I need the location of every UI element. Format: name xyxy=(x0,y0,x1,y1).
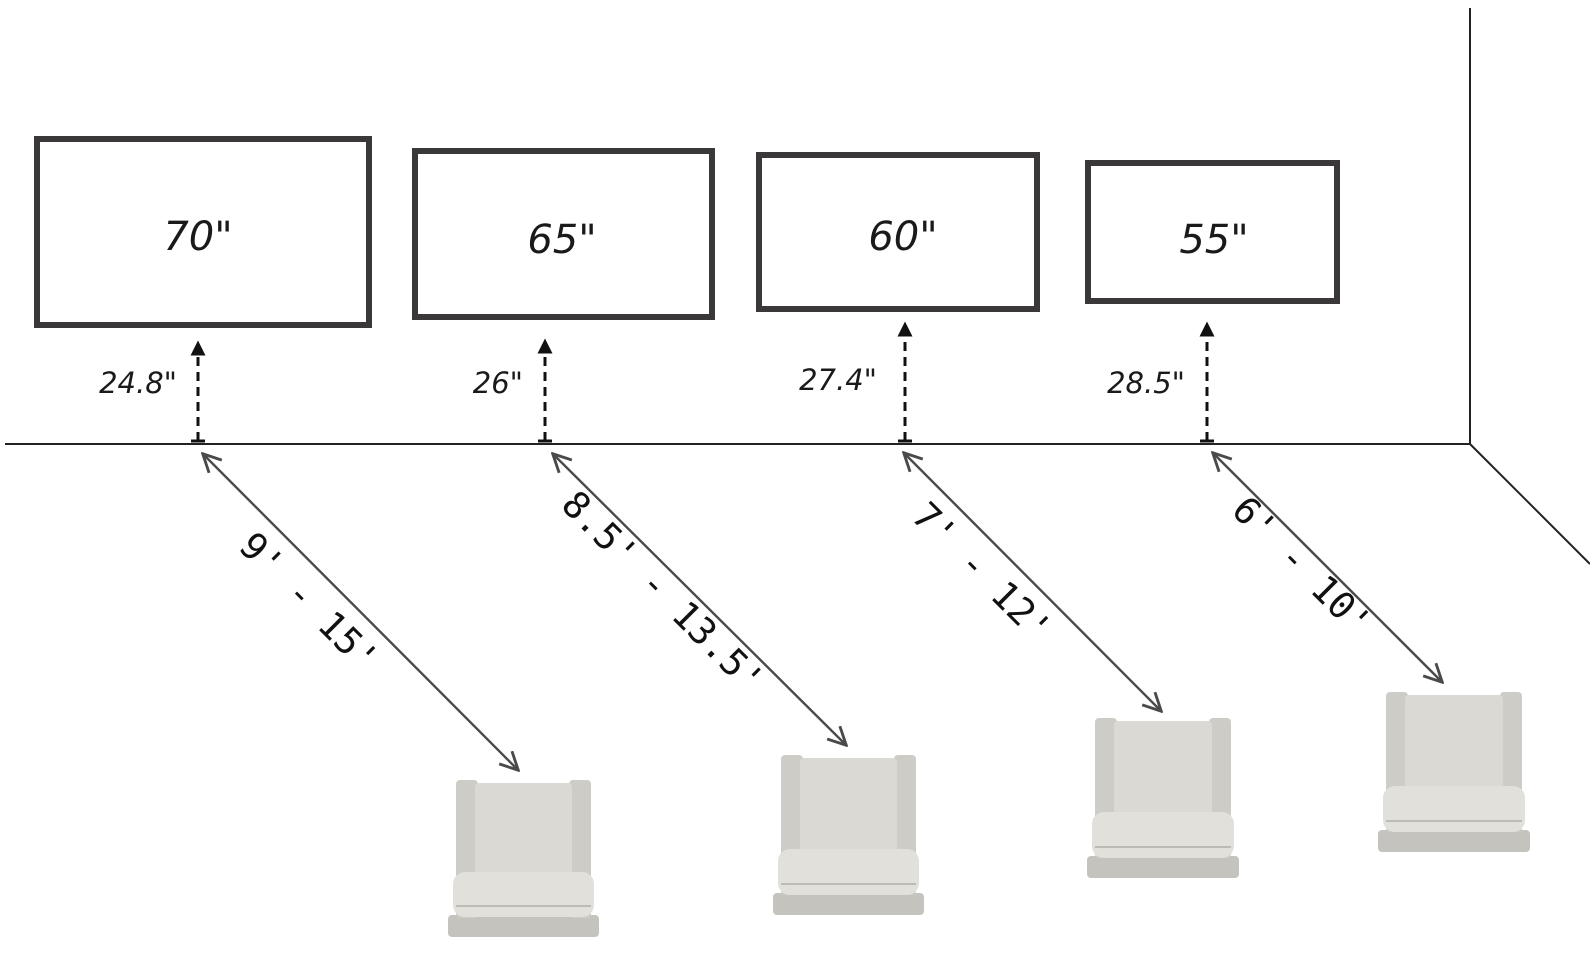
tv-screen-55 xyxy=(1085,160,1340,304)
tv-screen-70 xyxy=(34,136,372,328)
tv-size-label: 60" xyxy=(868,214,937,260)
armchair-icon xyxy=(1378,692,1530,852)
mount-height-label: 28.5" xyxy=(1107,366,1185,400)
setup-65: 65" 26" 8.5' - 13.5' xyxy=(412,148,924,915)
tv-size-label: 65" xyxy=(527,217,596,263)
mount-height-label: 27.4" xyxy=(799,363,877,397)
mount-height-label: 24.8" xyxy=(99,366,177,400)
viewing-distance-arrow xyxy=(554,455,845,744)
armchair-icon xyxy=(773,755,924,915)
tv-screen-60 xyxy=(756,152,1040,312)
corner-floor-line xyxy=(1469,443,1590,565)
viewing-distance-label: 9' - 15' xyxy=(231,524,387,680)
viewing-distance-label: 6' - 10' xyxy=(1224,488,1380,644)
armchair-icon xyxy=(1087,718,1239,878)
tv-size-label: 55" xyxy=(1179,217,1248,263)
armchair-icon xyxy=(448,780,599,937)
tv-size-label: 70" xyxy=(163,214,232,260)
tv-screen-65 xyxy=(412,148,715,320)
viewing-distance-label: 8.5' - 13.5' xyxy=(553,482,772,701)
mount-height-label: 26" xyxy=(473,366,523,400)
viewing-distance-arrow xyxy=(1214,454,1441,681)
viewing-distance-arrow xyxy=(905,454,1160,710)
viewing-distance-label: 7' - 12' xyxy=(904,494,1060,650)
viewing-distance-arrow xyxy=(204,455,517,769)
